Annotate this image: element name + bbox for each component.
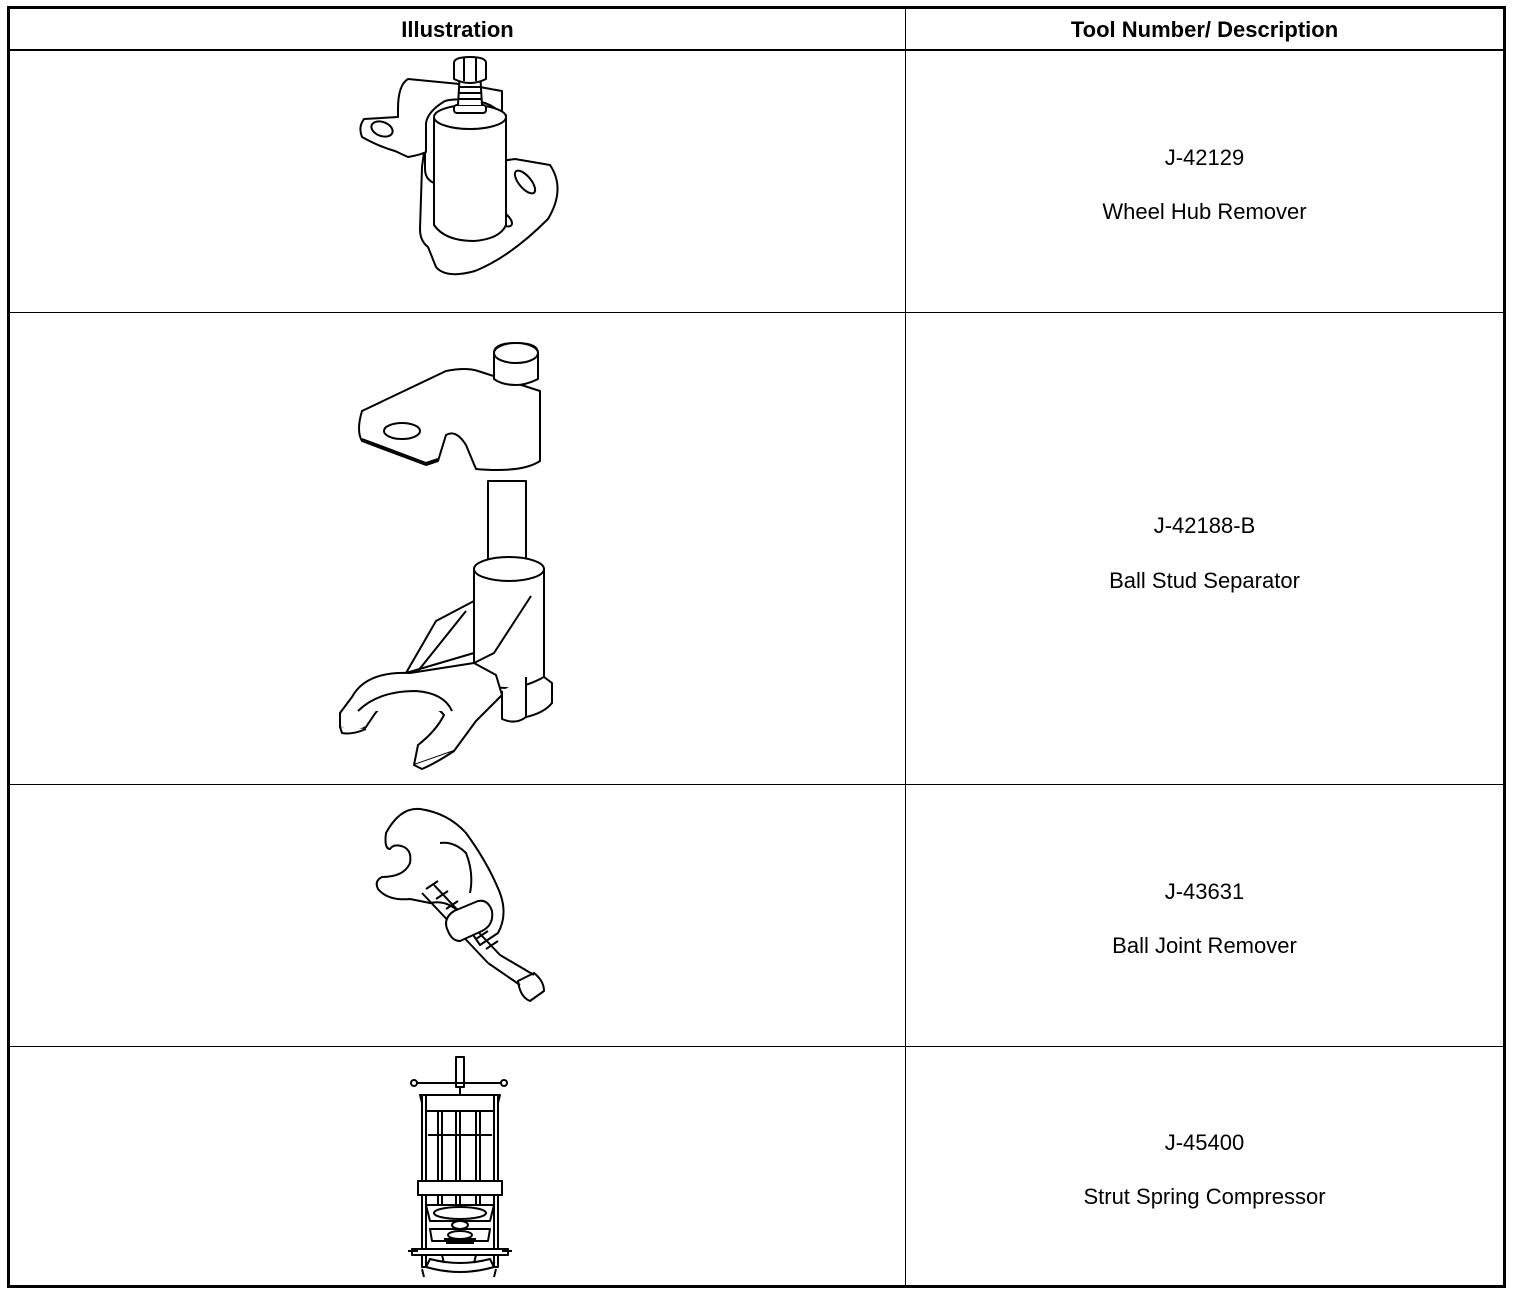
table-row: J-45400 Strut Spring Compressor [10, 1047, 1503, 1285]
illustration-cell [10, 1047, 905, 1285]
tool-number: J-42129 [1164, 145, 1245, 170]
tool-description: Strut Spring Compressor [1083, 1184, 1326, 1209]
strut-spring-compressor-illustration [404, 1055, 516, 1277]
table-row: J-43631 Ball Joint Remover [10, 785, 1503, 1047]
tool-description: Wheel Hub Remover [1102, 199, 1307, 224]
description-cell: J-43631 Ball Joint Remover [906, 785, 1503, 1046]
ball-joint-remover-illustration [370, 803, 560, 1013]
illustration-cell [10, 313, 905, 784]
table-row: J-42129 Wheel Hub Remover [10, 51, 1503, 313]
illustration-cell [10, 785, 905, 1046]
column-divider [905, 9, 906, 1285]
wheel-hub-remover-illustration [350, 57, 570, 289]
ball-stud-separator-illustration [326, 331, 566, 763]
table-header-row: Illustration Tool Number/ Description [10, 9, 1503, 51]
description-cell: J-42129 Wheel Hub Remover [906, 51, 1503, 312]
tool-number: J-43631 [1164, 879, 1245, 904]
tool-description: Ball Joint Remover [1112, 933, 1297, 958]
description-cell: J-45400 Strut Spring Compressor [906, 1047, 1503, 1285]
tool-number: J-42188-B [1153, 513, 1256, 538]
header-illustration: Illustration [401, 17, 514, 42]
description-cell: J-42188-B Ball Stud Separator [906, 313, 1503, 784]
special-tools-table: Illustration Tool Number/ Description [7, 6, 1506, 1288]
header-tool-description: Tool Number/ Description [1070, 17, 1339, 42]
tool-description: Ball Stud Separator [1109, 568, 1300, 593]
tool-number: J-45400 [1164, 1130, 1245, 1155]
illustration-cell [10, 51, 905, 312]
table-row: J-42188-B Ball Stud Separator [10, 313, 1503, 785]
